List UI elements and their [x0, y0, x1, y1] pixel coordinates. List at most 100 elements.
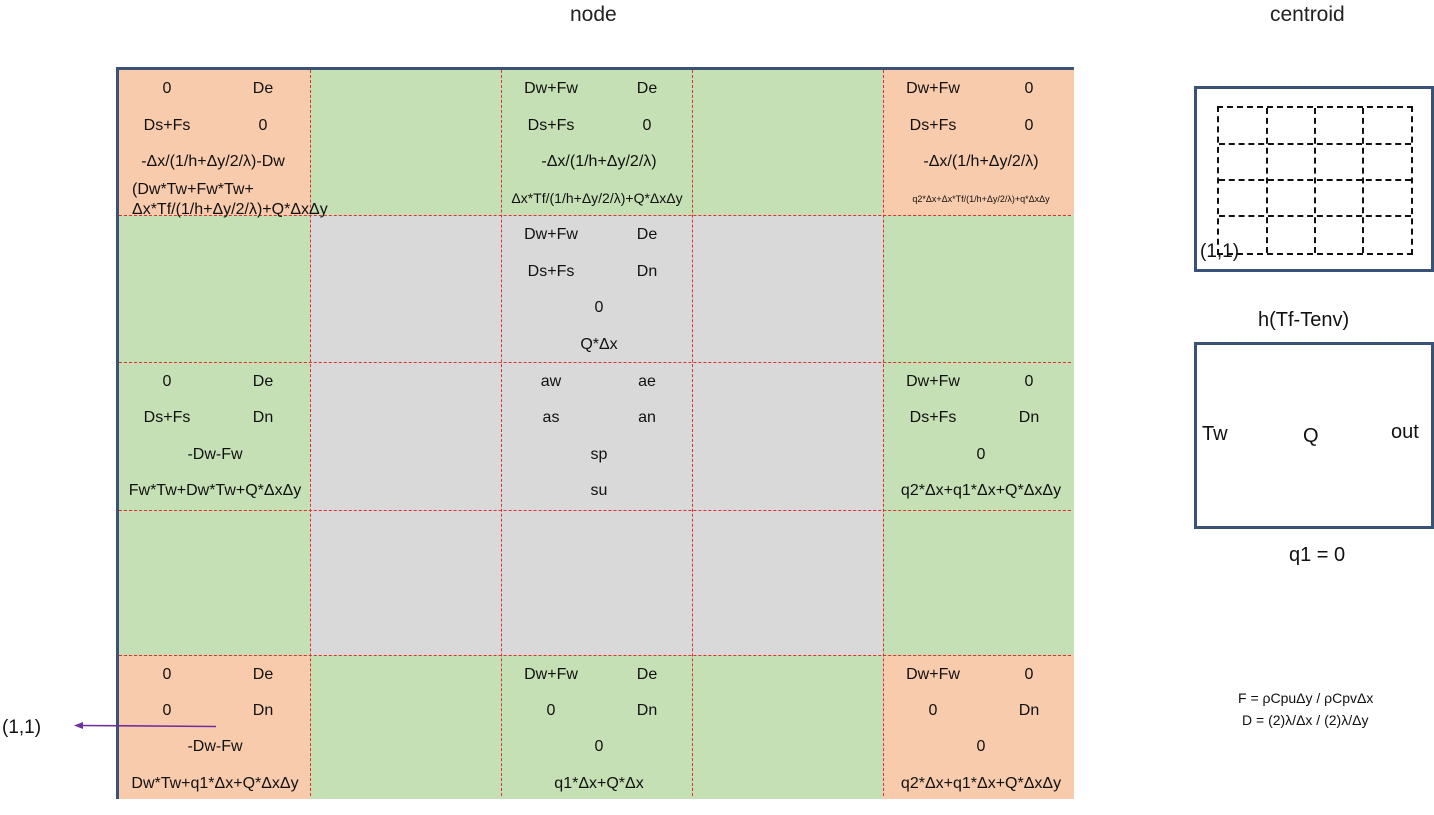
coef-ae: De [636, 666, 658, 683]
grid-line [692, 70, 693, 796]
coef-aw: aw [540, 373, 562, 390]
coef-su: su [590, 482, 608, 499]
coef-sp: -Dw-Fw [187, 738, 243, 755]
centroid-box: (1,1) [1194, 86, 1434, 272]
coef-aw: Dw+Fw [906, 80, 960, 97]
cell-mid-left [119, 362, 310, 510]
coef-an: Dn [1018, 702, 1040, 719]
centroid-title: centroid [1270, 3, 1345, 26]
coef-aw: 0 [162, 80, 172, 97]
coef-ae: 0 [1024, 80, 1034, 97]
coef-su: Δx*Tf/(1/h+Δy/2/λ)+Q*ΔxΔy [511, 190, 683, 206]
coef-sp: 0 [594, 299, 604, 316]
coef-ae: ae [638, 373, 656, 390]
definition-f: F = ρCpuΔy / ρCpvΔx [1238, 690, 1374, 706]
cell-bot-2 [310, 655, 501, 799]
coef-as: Ds+Fs [527, 263, 575, 280]
coef-aw: Dw+Fw [524, 226, 578, 243]
coef-ae: 0 [1024, 666, 1034, 683]
coef-as: Ds+Fs [527, 117, 575, 134]
coef-an: 0 [642, 117, 652, 134]
coef-su: q2*Δx+q1*Δx+Q*ΔxΔy [900, 775, 1062, 792]
grid-line [1219, 215, 1411, 217]
coef-su: Dw*Tw+q1*Δx+Q*ΔxΔy [131, 775, 299, 792]
coef-an: Dn [252, 409, 274, 426]
cell-bot-right [883, 655, 1074, 799]
coef-an: Dn [1018, 409, 1040, 426]
cell-left-2 [119, 215, 310, 362]
boundary-bottom-label: q1 = 0 [1289, 544, 1346, 566]
cell-mid-right [883, 362, 1074, 510]
coef-su-line1: (Dw*Tw+Fw*Tw+ [132, 181, 254, 198]
origin-label: (1,1) [2, 717, 42, 738]
coef-ae: De [252, 80, 274, 97]
cell-top-mid [501, 70, 692, 215]
cell-left-4 [119, 510, 310, 655]
grid-line [501, 70, 502, 796]
cell-top-right [883, 70, 1074, 215]
coef-sp: -Δx/(1/h+Δy/2/λ) [541, 153, 657, 170]
grid-line [119, 215, 1071, 216]
definition-d: D = (2)λ/Δx / (2)λ/Δy [1242, 712, 1369, 728]
coef-sp: -Dw-Fw [187, 446, 243, 463]
coef-ae: De [636, 226, 658, 243]
coef-an: an [638, 409, 656, 426]
cell-right-4 [883, 510, 1074, 655]
coef-an: 0 [1024, 117, 1034, 134]
coef-sp: -Δx/(1/h+Δy/2/λ)-Dw [141, 153, 285, 170]
coef-as: Ds+Fs [143, 409, 191, 426]
grid-line [1219, 143, 1411, 145]
coef-sp: sp [590, 446, 608, 463]
coef-aw: Dw+Fw [524, 80, 578, 97]
coef-an: Dn [636, 702, 658, 719]
coef-su: q1*Δx+Q*Δx [554, 775, 644, 792]
coef-aw: 0 [162, 373, 172, 390]
boundary-box: Tw Q out [1194, 342, 1434, 529]
coef-ae: De [252, 666, 274, 683]
coef-as: Ds+Fs [909, 409, 957, 426]
grid-line [119, 510, 1071, 511]
grid-line [119, 655, 1071, 656]
cell-right-2 [883, 215, 1074, 362]
cell-top-left [119, 70, 310, 215]
grid-line [119, 362, 1071, 363]
coef-an: 0 [258, 117, 268, 134]
coef-as: as [542, 409, 560, 426]
coef-aw: Dw+Fw [906, 666, 960, 683]
node-title: node [570, 3, 617, 26]
coef-su: Q*Δx [580, 336, 618, 353]
boundary-right-label: out [1391, 421, 1419, 443]
coef-sp: -Δx/(1/h+Δy/2/λ) [923, 153, 1039, 170]
coef-su: q2*Δx+q1*Δx+Q*ΔxΔy [900, 482, 1062, 499]
coef-su: q2*Δx+Δx*Tf/(1/h+Δy/2/λ)+q*ΔxΔy [912, 194, 1050, 204]
origin-arrow [74, 722, 217, 729]
boundary-top-label: h(Tf-Tenv) [1258, 309, 1350, 331]
cell-bot-4 [692, 655, 883, 799]
cell-bot-mid [501, 655, 692, 799]
coef-aw: Dw+Fw [524, 666, 578, 683]
grid-line [1219, 179, 1411, 181]
boundary-center-label: Q [1303, 425, 1319, 447]
coef-as: 0 [546, 702, 556, 719]
coef-sp: 0 [594, 738, 604, 755]
node-grid: 0 De Ds+Fs 0 -Δx/(1/h+Δy/2/λ)-Dw (Dw*Tw+… [116, 67, 1074, 799]
coef-sp: 0 [976, 738, 986, 755]
coef-ae: 0 [1024, 373, 1034, 390]
coef-aw: Dw+Fw [906, 373, 960, 390]
grid-line [310, 70, 311, 796]
coef-an: Dn [252, 702, 274, 719]
coef-as: 0 [928, 702, 938, 719]
coef-su-line2: Δx*Tf/(1/h+Δy/2/λ)+Q*ΔxΔy [132, 201, 328, 218]
coef-sp: 0 [976, 446, 986, 463]
centroid-origin-label: (1,1) [1200, 241, 1240, 262]
boundary-left-label: Tw [1202, 423, 1228, 445]
coef-ae: De [636, 80, 658, 97]
coef-as: Ds+Fs [143, 117, 191, 134]
cell-top-2 [310, 70, 501, 215]
coef-as: Ds+Fs [909, 117, 957, 134]
cell-top-4 [692, 70, 883, 215]
coef-an: Dn [636, 263, 658, 280]
coef-ae: De [252, 373, 274, 390]
coef-su: Fw*Tw+Dw*Tw+Q*ΔxΔy [128, 482, 302, 499]
grid-line [883, 70, 884, 796]
